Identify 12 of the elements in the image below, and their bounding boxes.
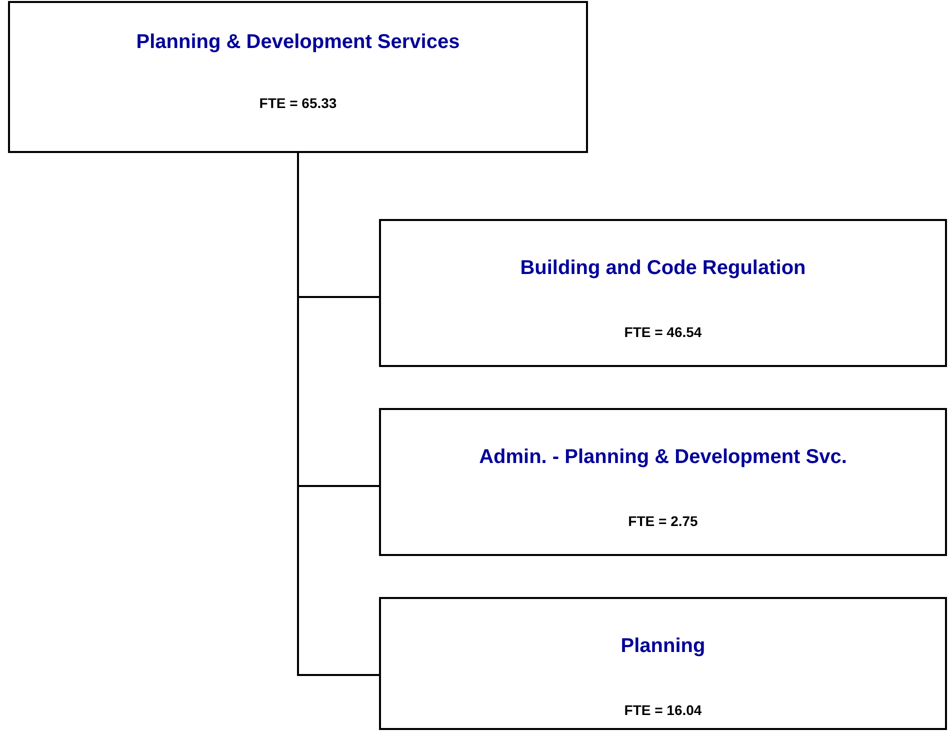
org-unit-box	[379, 219, 947, 367]
unit-name: Planning & Development Services	[135, 31, 461, 54]
fte-count: FTE = 46.54	[623, 324, 703, 340]
org-unit-box	[8, 1, 588, 153]
org-unit-box	[379, 408, 947, 556]
fte-count: FTE = 2.75	[627, 513, 699, 529]
fte-count: FTE = 65.33	[258, 95, 338, 111]
org-unit-box	[379, 597, 947, 730]
unit-name: Planning	[620, 635, 706, 658]
unit-name: Building and Code Regulation	[519, 257, 807, 280]
fte-count: FTE = 16.04	[623, 702, 703, 718]
unit-name: Admin. - Planning & Development Svc.	[478, 446, 848, 469]
